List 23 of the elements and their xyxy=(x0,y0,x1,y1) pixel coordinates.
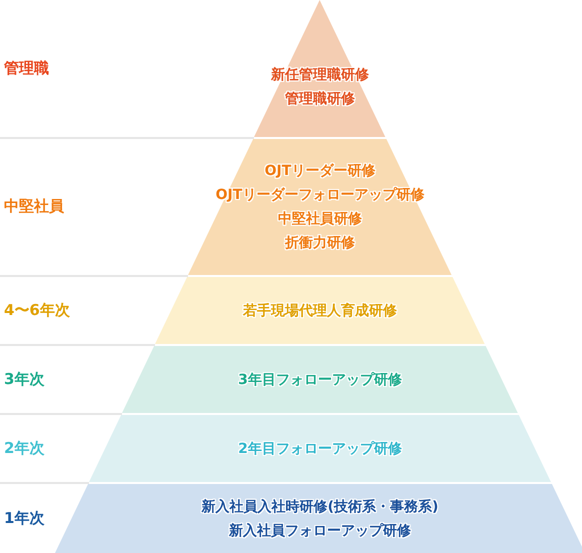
level-label: 2年次 xyxy=(4,438,44,458)
course-name: OJTリーダーフォローアップ研修 xyxy=(216,186,424,205)
pyramid-tier xyxy=(188,139,452,275)
level-label: 3年次 xyxy=(4,370,44,388)
course-name: 若手現場代理人育成研修 xyxy=(242,302,397,320)
pyramid-tier xyxy=(122,346,518,413)
course-name: 新入社員入社時研修(技術系・事務系) xyxy=(202,498,438,516)
level-label: 管理職 xyxy=(4,58,49,78)
course-name: 管理職研修 xyxy=(284,90,355,108)
course-name: 新入社員フォローアップ研修 xyxy=(229,522,411,540)
level-label: 1年次 xyxy=(4,508,44,528)
level-label: 中堅社員 xyxy=(4,197,64,216)
course-name: 新任管理職研修 xyxy=(270,66,369,84)
course-name: 3年目フォローアップ研修 xyxy=(238,370,402,390)
course-name: 折衝力研修 xyxy=(284,234,355,253)
pyramid-tier xyxy=(254,0,386,137)
pyramid-tier xyxy=(155,277,485,344)
pyramid-tier xyxy=(89,415,551,482)
course-name: 2年目フォローアップ研修 xyxy=(238,440,402,458)
course-name: OJTリーダー研修 xyxy=(264,162,376,181)
course-name: 中堅社員研修 xyxy=(278,210,362,229)
level-label: 4〜6年次 xyxy=(4,300,70,320)
pyramid-tier xyxy=(55,484,582,553)
